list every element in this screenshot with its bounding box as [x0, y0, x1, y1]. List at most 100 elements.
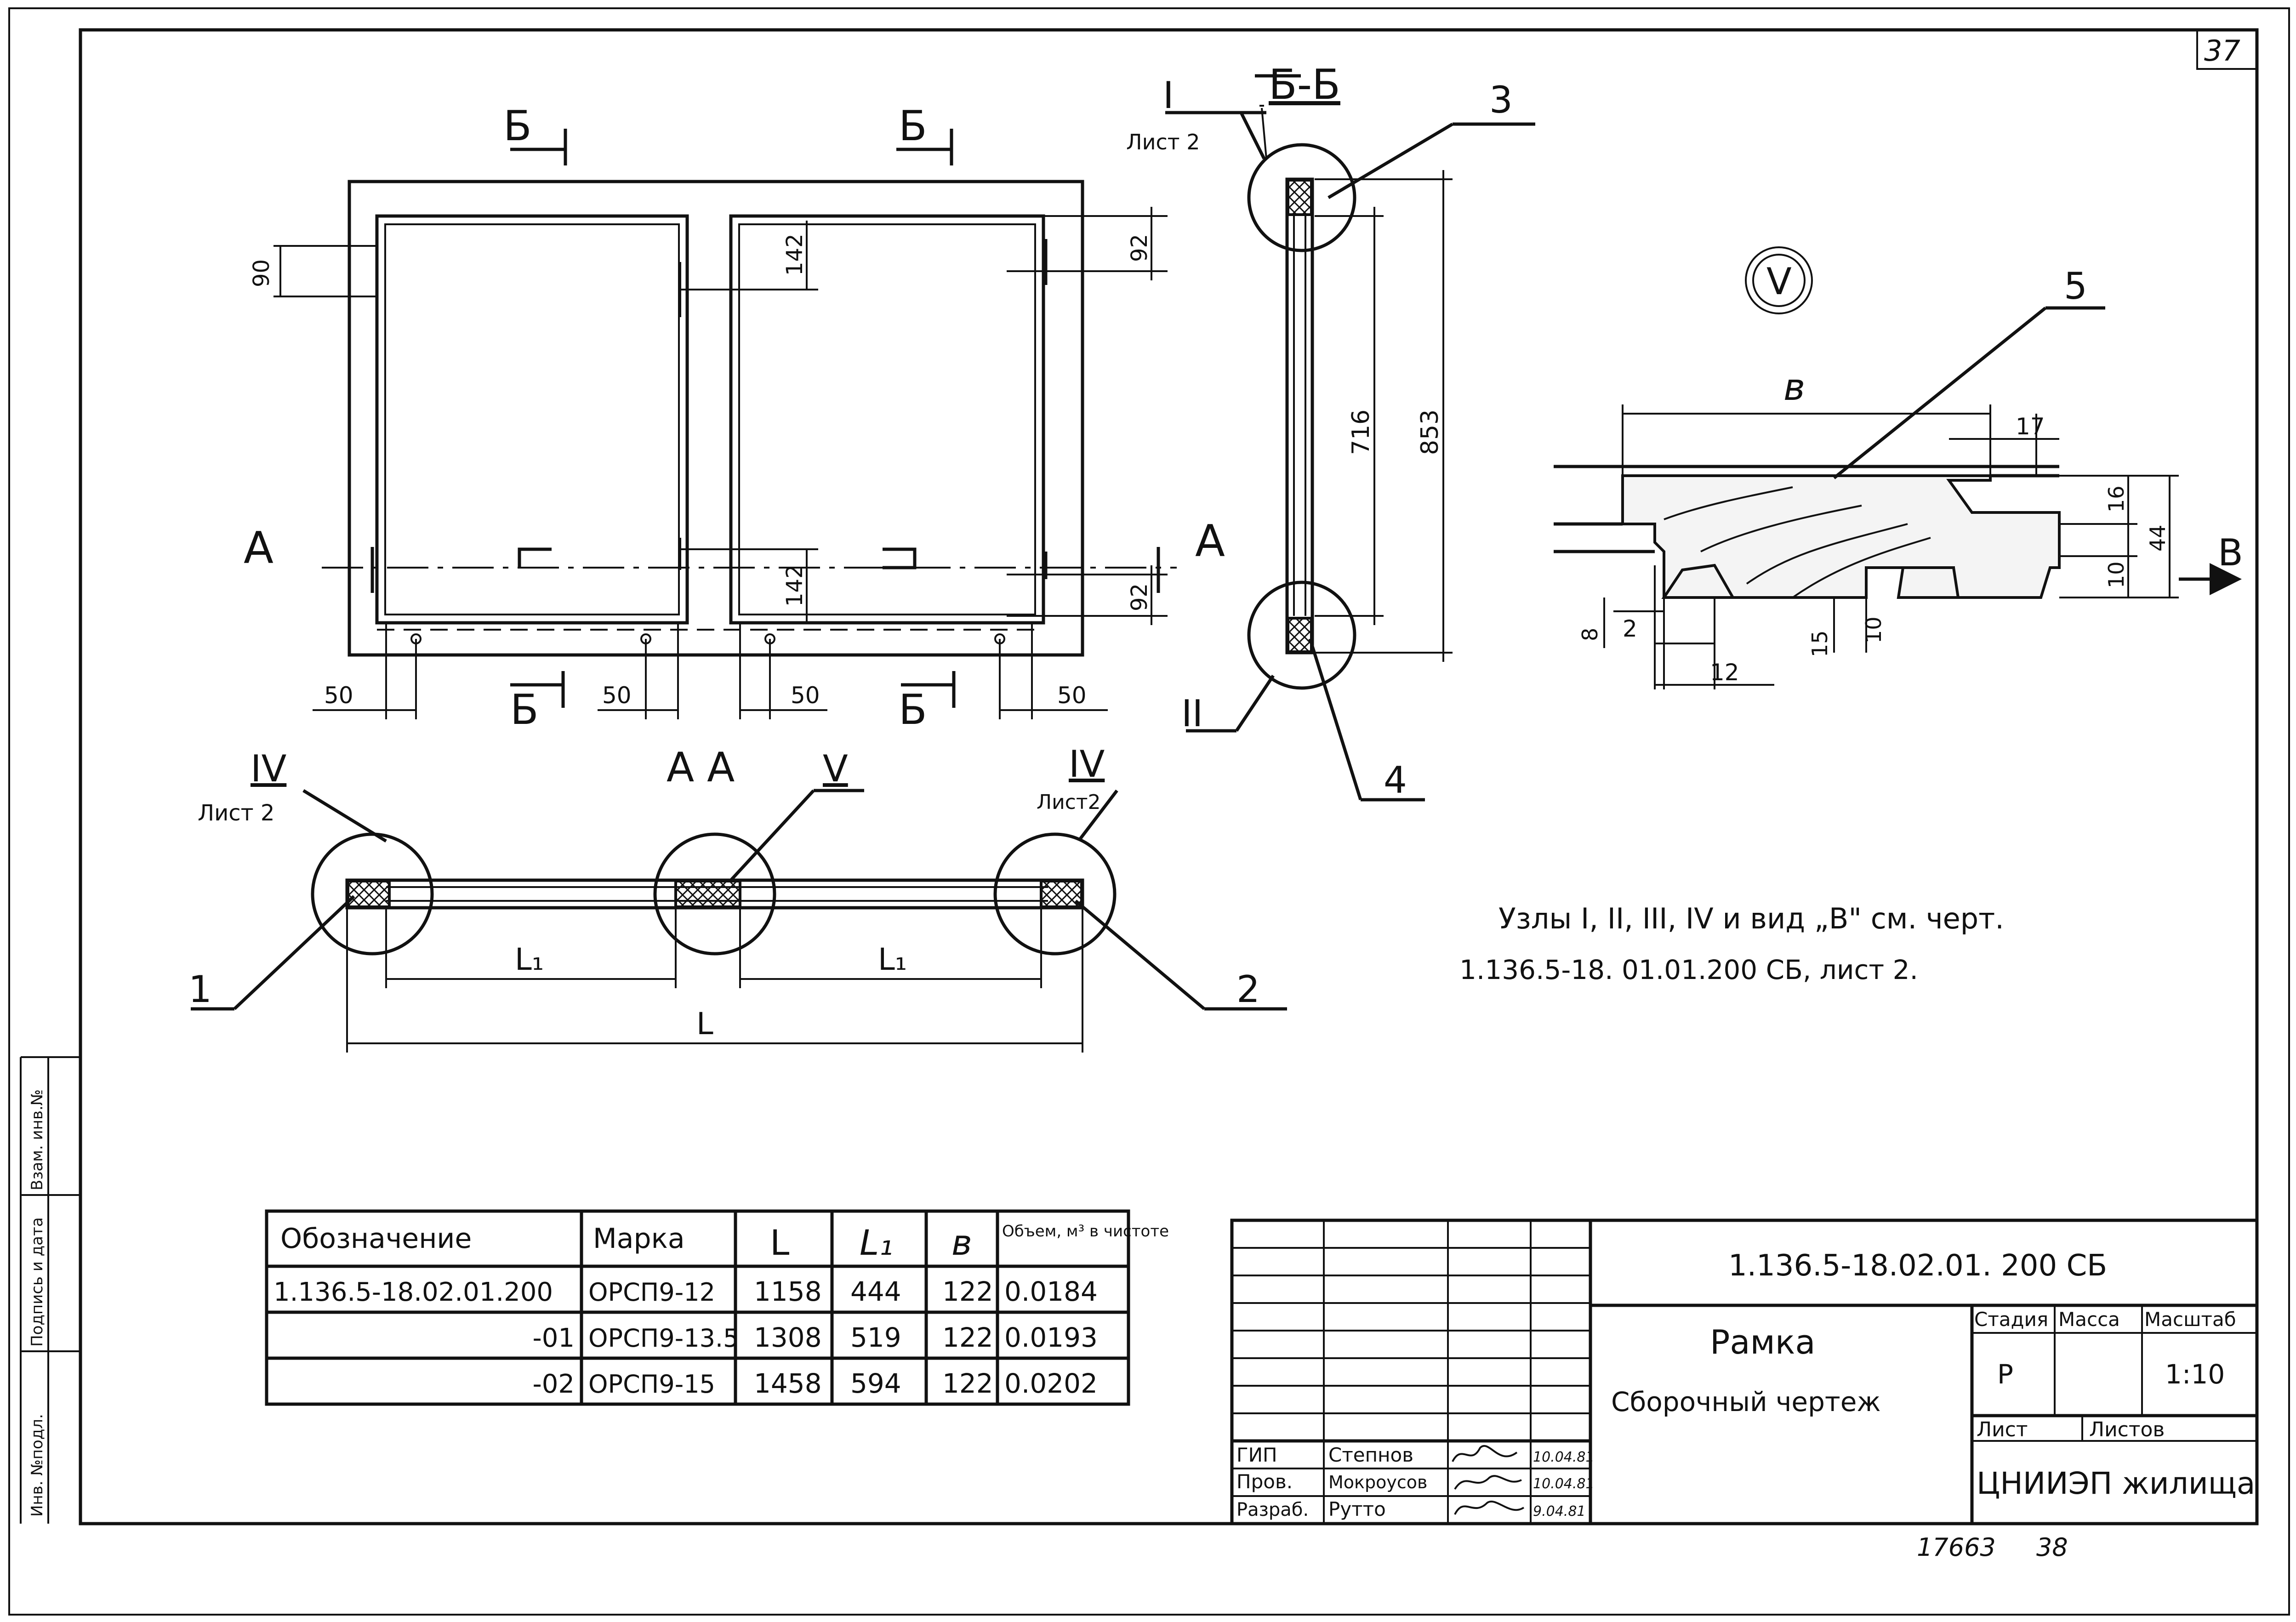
spec-cell-l1: 594: [850, 1368, 901, 1399]
spec-cell-l1: 444: [850, 1276, 901, 1307]
note-line-2: 1.136.5-18. 01.01.200 СБ, лист 2.: [1459, 954, 1918, 985]
spec-header-l1: L₁: [860, 1222, 893, 1263]
drawing-subtitle: Сборочный чертеж: [1611, 1386, 1881, 1417]
signature-1: [1452, 1445, 1518, 1462]
section-mark-a-left: А: [244, 523, 273, 574]
node-iv-left-label: IV: [251, 747, 287, 790]
footer-sheet-number: 38: [2036, 1533, 2068, 1562]
dim-10-right: 10: [2104, 561, 2129, 588]
spec-cell-mark: ОРСП9-12: [588, 1278, 715, 1307]
spec-cell-b: 122: [942, 1322, 993, 1353]
spec-cell-mark: ОРСП9-13.5: [588, 1324, 739, 1353]
spec-cell-mark: ОРСП9-15: [588, 1370, 715, 1399]
footer-archive-number: 17663: [1917, 1533, 1996, 1562]
signer-role: Пров.: [1236, 1470, 1293, 1493]
detail-v: [1554, 246, 2242, 689]
spec-header-designation: Обозначение: [280, 1223, 472, 1255]
dim-142-top: 142: [782, 233, 808, 276]
signer-name: Степнов: [1328, 1444, 1413, 1466]
dim-l1-right: L₁: [878, 942, 907, 977]
node-i-sheet: Лист 2: [1126, 130, 1200, 154]
section-aa: [191, 789, 1287, 1053]
node-iv-left-sheet: Лист 2: [198, 800, 274, 826]
dim-92-top: 92: [1127, 234, 1152, 262]
dim-50-4: 50: [1057, 682, 1087, 709]
spec-cell-l: 1458: [754, 1368, 822, 1399]
dim-8: 8: [1578, 628, 1602, 641]
spec-header-b: в: [951, 1222, 972, 1263]
node-ii-label: II: [1181, 692, 1203, 735]
side-label-podpis: Подпись и дата: [28, 1217, 46, 1347]
page-number: 37: [2204, 34, 2240, 68]
spec-cell-l: 1158: [754, 1276, 822, 1307]
spec-cell-volume: 0.0193: [1004, 1322, 1098, 1353]
dim-90: 90: [249, 259, 274, 287]
scale-value: 1:10: [2165, 1359, 2225, 1390]
signer-date: 10.04.81: [1533, 1449, 1595, 1465]
dim-50-2: 50: [602, 682, 632, 709]
scale-label: Масштаб: [2144, 1308, 2236, 1331]
note-line-1: Узлы I, II, III, IV и вид „В" см. черт.: [1498, 902, 2004, 935]
spec-header-l: L: [770, 1222, 789, 1263]
dim-15: 15: [1807, 630, 1832, 657]
view-mark-v: В: [2218, 531, 2243, 574]
dim-l1-left: L₁: [515, 942, 544, 977]
organization: ЦНИИЭП жилища: [1977, 1466, 2255, 1501]
callout-5: 5: [2064, 265, 2087, 307]
sheet-label: Лист: [1977, 1418, 2028, 1441]
spec-cell-l: 1308: [754, 1322, 822, 1353]
signer-name: Мокроусов: [1328, 1472, 1427, 1492]
callout-1: 1: [188, 968, 212, 1011]
signer-date: 9.04.81: [1533, 1503, 1586, 1520]
spec-cell-designation: 1.136.5-18.02.01.200: [273, 1277, 553, 1307]
sheet-frame: [8, 7, 2290, 1616]
dim-b: в: [1783, 366, 1805, 409]
spec-cell-volume: 0.0184: [1004, 1276, 1098, 1307]
section-mark-b-bottom-right: Б: [899, 686, 927, 734]
node-iv-right-label: IV: [1069, 743, 1105, 785]
sheets-label: Листов: [2089, 1418, 2165, 1441]
section-mark-b-top-right: Б: [899, 102, 927, 150]
spec-header-volume: Объем, м³ в чистоте: [1002, 1222, 1169, 1241]
document-code: 1.136.5-18.02.01. 200 СБ: [1728, 1249, 2107, 1283]
dim-50-1: 50: [324, 682, 353, 709]
section-bb: [1165, 74, 1535, 802]
node-iv-right-sheet: Лист2: [1037, 791, 1101, 814]
node-i-label: I: [1163, 74, 1174, 117]
spec-cell-b: 122: [942, 1276, 993, 1307]
stage-value: Р: [1997, 1359, 2013, 1390]
spec-cell-designation: -02: [533, 1369, 575, 1399]
callout-2: 2: [1236, 968, 1260, 1011]
dim-50-3: 50: [791, 682, 820, 709]
dim-l: L: [696, 1006, 713, 1041]
dim-2: 2: [1623, 615, 1637, 642]
dim-10-bottom: 10: [1861, 616, 1886, 643]
spec-header-volume-text: Объем, м³ в чистоте: [1002, 1222, 1169, 1241]
section-mark-b-bottom-left: Б: [510, 686, 539, 734]
plan-view: [273, 129, 1177, 719]
section-bb-title: Б-Б: [1269, 61, 1340, 109]
stage-label: Стадия: [1974, 1308, 2048, 1331]
mass-label: Масса: [2058, 1308, 2120, 1331]
dim-16: 16: [2104, 485, 2129, 512]
signature-3: [1454, 1501, 1525, 1515]
section-aa-title: А А: [667, 744, 735, 791]
node-v-label: V: [823, 747, 848, 790]
drawing-title: Рамка: [1710, 1323, 1815, 1361]
spec-table-grid: [265, 1209, 1130, 1406]
spec-cell-volume: 0.0202: [1004, 1368, 1098, 1399]
side-label-vzam: Взам. инв.№: [28, 1089, 46, 1190]
spec-cell-b: 122: [942, 1368, 993, 1399]
spec-cell-l1: 519: [850, 1322, 901, 1353]
title-block-grid: [1230, 1218, 2259, 1525]
section-mark-a-right: А: [1195, 516, 1225, 567]
side-label-inv-podl: Инв. №подл.: [28, 1414, 46, 1517]
dim-92-bottom: 92: [1127, 583, 1152, 611]
signer-role: ГИП: [1236, 1444, 1277, 1466]
signer-role: Разраб.: [1236, 1499, 1309, 1520]
detail-v-title: V: [1766, 260, 1792, 303]
dim-716: 716: [1347, 410, 1375, 455]
callout-4: 4: [1384, 759, 1407, 802]
dim-17: 17: [2016, 413, 2045, 440]
